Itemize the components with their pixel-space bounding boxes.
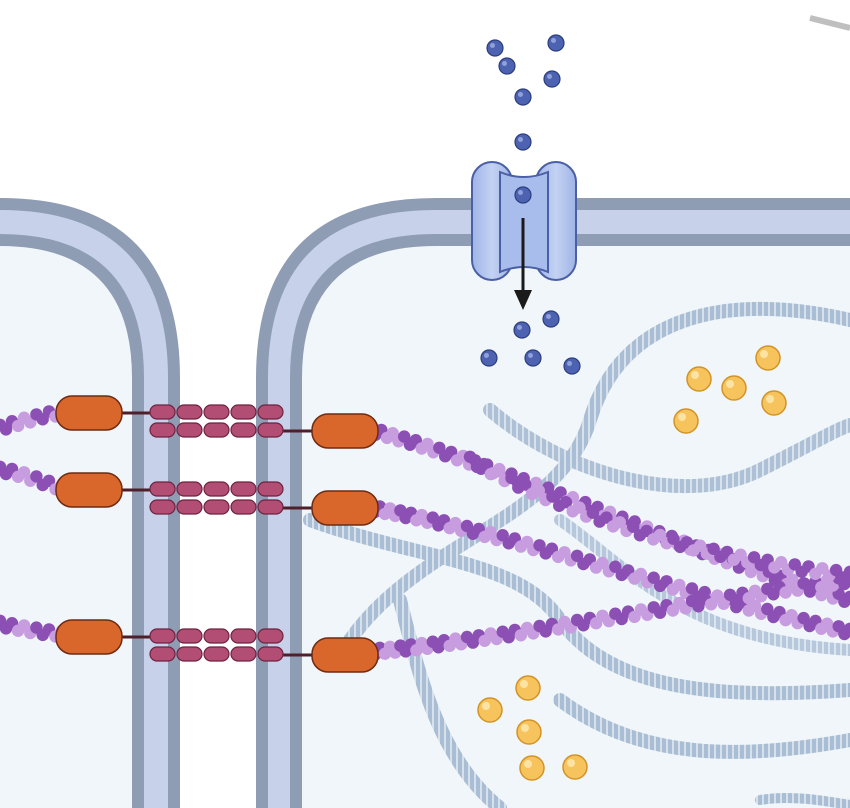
ion-icon <box>480 349 498 367</box>
cadherin-icon <box>149 499 176 515</box>
left-cell-cytoplasm <box>0 246 132 808</box>
granule-icon <box>519 755 545 781</box>
cadherin-icon <box>230 499 257 515</box>
cadherin-icon <box>230 422 257 438</box>
cadherin-icon <box>257 422 284 438</box>
cadherin-icon <box>230 481 257 497</box>
junction-row <box>55 619 379 673</box>
cadherin-icon <box>176 481 203 497</box>
cadherin-icon <box>176 422 203 438</box>
cadherin-icon <box>230 404 257 420</box>
catenin-icon <box>55 395 123 431</box>
ion-icon <box>514 88 532 106</box>
granule-icon <box>686 366 712 392</box>
ion-icon <box>486 39 504 57</box>
ion-icon <box>514 133 532 151</box>
junction-row <box>55 395 379 449</box>
ion-icon <box>513 321 531 339</box>
corner-mark <box>809 15 850 31</box>
cadherin-icon <box>149 646 176 662</box>
actin-filament-icon <box>363 570 850 661</box>
cadherin-icon <box>176 499 203 515</box>
ion-icon <box>514 186 532 204</box>
granules <box>477 345 787 781</box>
ion-icon <box>563 357 581 375</box>
ion-icon <box>524 349 542 367</box>
intermediate-filament-icon <box>343 301 850 647</box>
granule-icon <box>673 408 699 434</box>
cadherin-icon <box>176 646 203 662</box>
cadherin-icon <box>257 499 284 515</box>
granule-icon <box>562 754 588 780</box>
ion-icon <box>542 310 560 328</box>
intermediate-filament-icon <box>553 693 850 759</box>
cadherin-icon <box>257 646 284 662</box>
granule-icon <box>515 675 541 701</box>
cadherin-icon <box>149 481 176 497</box>
intermediate-filament-icon <box>554 514 850 656</box>
cadherin-icon <box>203 404 230 420</box>
junction-row <box>55 472 379 526</box>
cadherin-icon <box>149 422 176 438</box>
actin-filaments <box>0 402 850 661</box>
catenin-icon <box>311 413 379 449</box>
granule-icon <box>477 697 503 723</box>
granule-icon <box>761 390 787 416</box>
cadherin-icon <box>257 628 284 644</box>
cadherin-icon <box>203 646 230 662</box>
granule-icon <box>721 375 747 401</box>
cadherin-icon <box>203 499 230 515</box>
cadherin-icon <box>149 628 176 644</box>
granule-icon <box>755 345 781 371</box>
cadherin-icon <box>176 404 203 420</box>
cadherin-icon <box>230 646 257 662</box>
cadherin-icon <box>230 628 257 644</box>
catenin-icon <box>311 490 379 526</box>
cadherin-icon <box>203 628 230 644</box>
catenin-icon <box>311 637 379 673</box>
cadherin-icon <box>149 404 176 420</box>
granule-icon <box>516 719 542 745</box>
cadherin-icon <box>203 422 230 438</box>
cadherin-icon <box>176 628 203 644</box>
cadherin-icon <box>257 404 284 420</box>
ions <box>480 34 581 375</box>
left-cell <box>0 198 180 808</box>
intermediate-filament-icon <box>755 792 850 808</box>
ion-channel-icon <box>471 161 577 281</box>
ion-icon <box>498 57 516 75</box>
catenin-icon <box>55 619 123 655</box>
cadherin-icon <box>203 481 230 497</box>
cadherin-icon <box>257 481 284 497</box>
intermediate-filament-icon <box>483 403 850 494</box>
actin-filament-icon <box>463 450 850 584</box>
ion-icon <box>547 34 565 52</box>
intermediate-filament-icon <box>393 593 507 808</box>
adherens-junctions <box>55 395 379 673</box>
catenin-icon <box>55 472 123 508</box>
inward-arrow-icon <box>514 218 532 310</box>
ion-icon <box>543 70 561 88</box>
